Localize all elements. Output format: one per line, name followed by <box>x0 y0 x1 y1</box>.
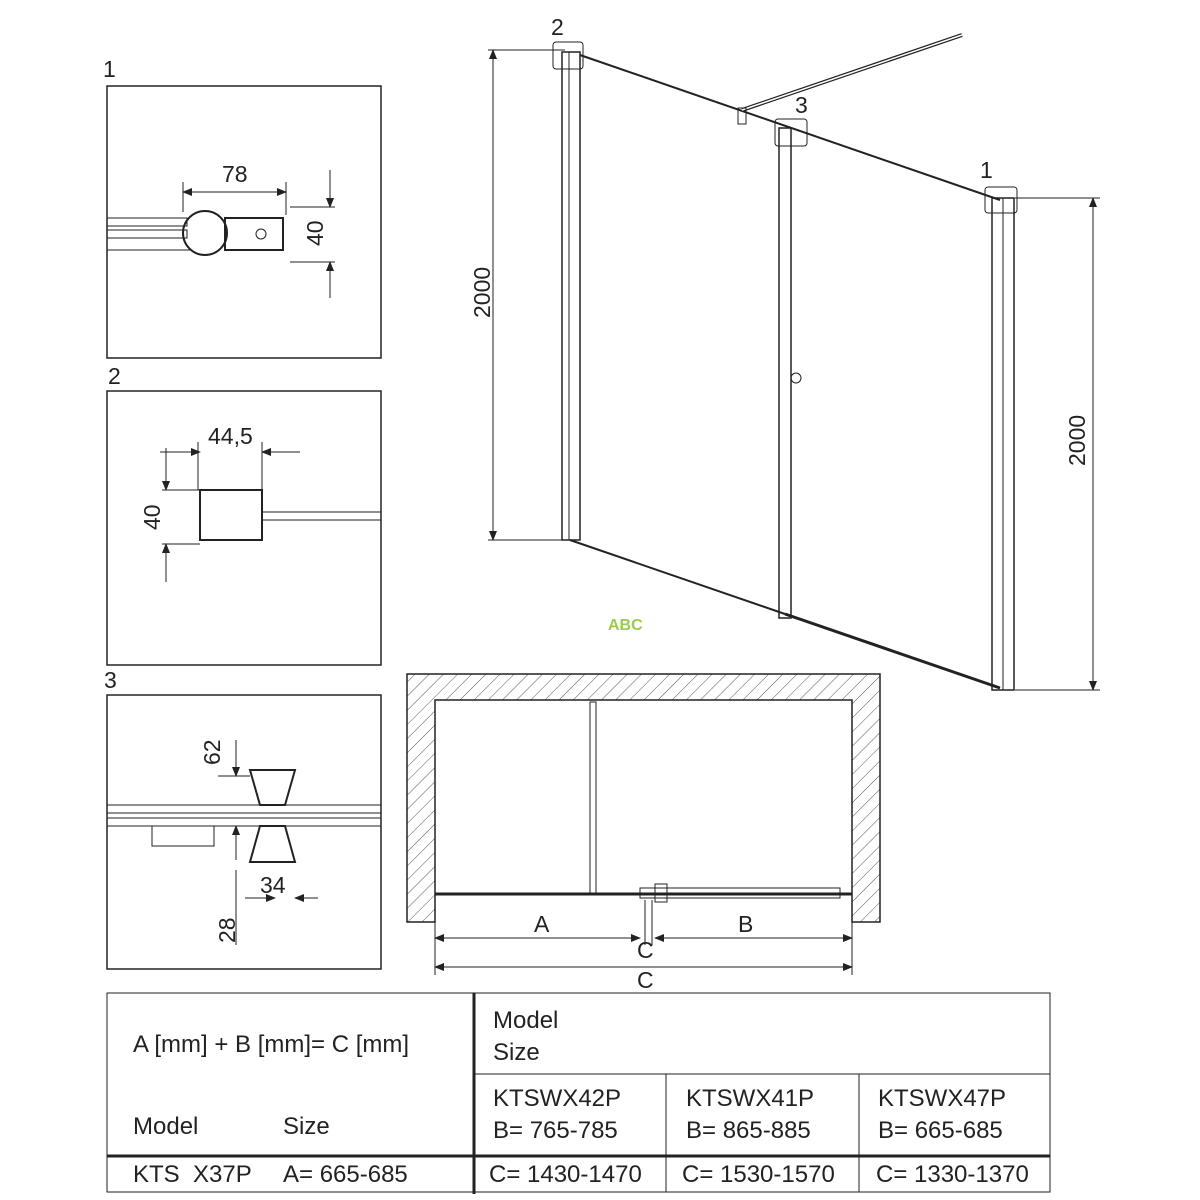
detail-1-label: 1 <box>103 56 116 82</box>
door-elevation: 2 3 1 2000 2000 ABC <box>469 14 1100 691</box>
detail-3-label: 3 <box>104 667 117 693</box>
plan-dim-c-total: C <box>637 967 654 993</box>
col-model: KTSWX47P <box>878 1085 1006 1112</box>
detail-1-width: 78 <box>222 161 248 187</box>
detail-3: 3 62 34 28 <box>104 667 382 970</box>
callout-3: 3 <box>795 92 808 118</box>
detail-2: 2 44,5 40 <box>106 363 382 666</box>
detail-1: 1 78 40 <box>103 56 382 359</box>
row-c: C= 1430-1470 <box>489 1161 642 1188</box>
height-left: 2000 <box>469 267 495 318</box>
col-b: B= 865-885 <box>686 1117 811 1144</box>
detail-3-width: 34 <box>260 872 286 898</box>
plan-dim-b: B <box>738 911 753 937</box>
plan-view: A B C <box>406 673 881 975</box>
col-b: B= 665-685 <box>878 1117 1003 1144</box>
table-left-size: Size <box>283 1113 330 1140</box>
table-formula: A [mm] + B [mm]= C [mm] <box>133 1031 409 1058</box>
detail-2-height: 40 <box>139 504 165 530</box>
callout-1: 1 <box>980 157 993 183</box>
col-model: KTSWX42P <box>493 1085 621 1112</box>
detail-1-height: 40 <box>302 220 328 246</box>
height-right: 2000 <box>1064 415 1090 466</box>
row-c: C= 1530-1570 <box>682 1161 835 1188</box>
watermark: ABC <box>608 617 643 634</box>
size-table: A [mm] + B [mm]= C [mm] Model Size Model… <box>106 992 1051 1194</box>
table-header-size: Size <box>493 1039 540 1066</box>
col-b: B= 765-785 <box>493 1117 618 1144</box>
detail-2-label: 2 <box>108 363 121 389</box>
table-header-model: Model <box>493 1007 558 1034</box>
plan-dim-c-gap: C <box>637 937 654 963</box>
col-model: KTSWX41P <box>686 1085 814 1112</box>
callout-2: 2 <box>551 14 564 40</box>
row-model: KTS X37P <box>133 1161 252 1188</box>
detail-3-h1: 62 <box>199 739 225 765</box>
row-a: A= 665-685 <box>283 1161 408 1188</box>
detail-2-width: 44,5 <box>208 423 253 449</box>
detail-3-h2: 28 <box>214 917 240 943</box>
row-c: C= 1330-1370 <box>876 1161 1029 1188</box>
plan-dim-a: A <box>534 911 550 937</box>
table-left-model: Model <box>133 1113 198 1140</box>
